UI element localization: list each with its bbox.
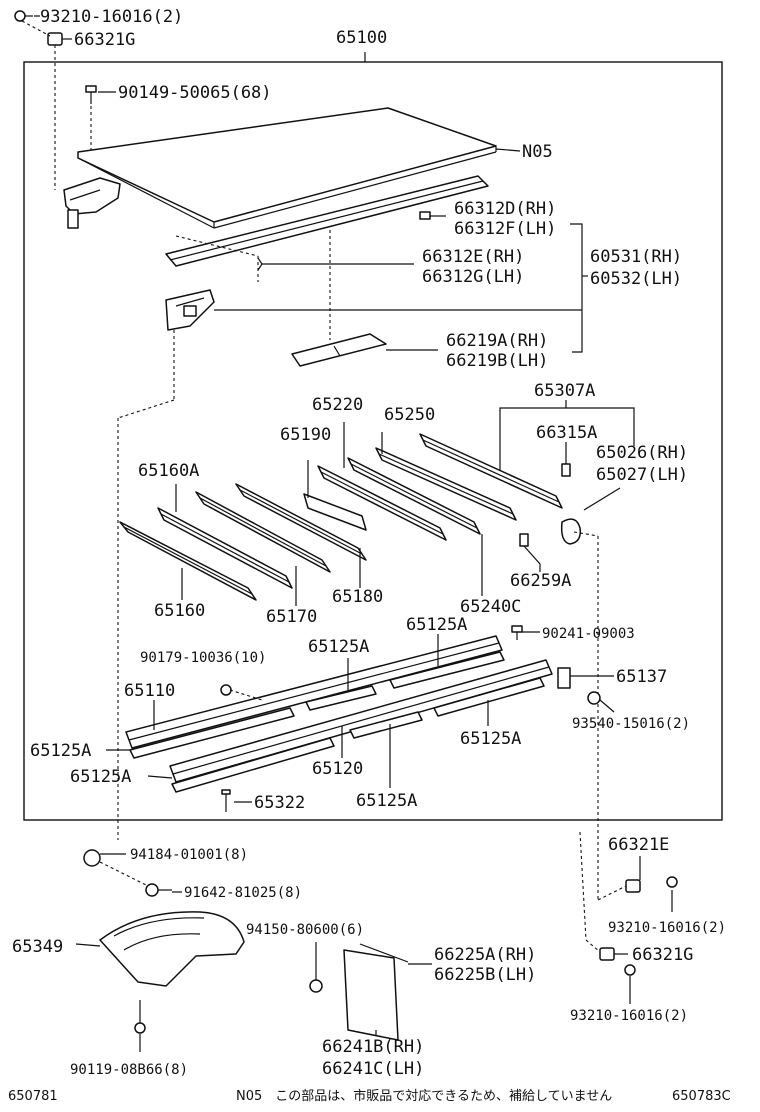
label-93210-lower-b: 93210-16016(2)	[570, 1008, 688, 1024]
label-65180: 65180	[332, 587, 383, 607]
side-rail-66312-part	[165, 175, 489, 267]
label-65190: 65190	[280, 425, 331, 445]
footer-left-code: 650781	[8, 1089, 58, 1104]
bolt-93210-lower-b-icon	[624, 964, 636, 976]
label-66321g-top: 66321G	[74, 30, 135, 50]
label-66225b: 66225B(LH)	[434, 965, 536, 985]
strip-65125a-part	[129, 651, 545, 793]
label-66315a: 66315A	[536, 423, 597, 443]
clip-66321g-top-icon	[47, 32, 63, 46]
hinge-bracket-part	[63, 177, 121, 229]
label-66225a: 66225A(RH)	[434, 945, 536, 965]
assembly-frame	[23, 61, 723, 821]
crossmember-65240c-part	[347, 457, 481, 535]
crossmember-65180-part	[235, 483, 367, 561]
footer-right-code: 650783C	[672, 1089, 731, 1104]
crossmember-65190-part	[303, 493, 367, 531]
crossmember-65307a-part	[419, 433, 563, 509]
bolt-93210-lower-a-icon	[666, 876, 678, 888]
label-65170: 65170	[266, 607, 317, 627]
screw-90149-icon	[85, 85, 97, 104]
washer-94150-icon	[309, 979, 323, 993]
label-65307a: 65307A	[534, 381, 595, 401]
bolt-93540-icon	[587, 691, 601, 705]
crossmember-65220-part	[317, 465, 447, 541]
label-65160a: 65160A	[138, 461, 199, 481]
label-65100: 65100	[336, 28, 387, 48]
leader-lines	[34, 15, 673, 1052]
label-65137: 65137	[616, 667, 667, 687]
label-65026: 65026(RH)	[596, 443, 688, 463]
label-66312f: 66312F(LH)	[454, 219, 556, 239]
label-65125a-3: 65125A	[460, 729, 521, 749]
pin-65322-icon	[221, 789, 231, 812]
label-65120: 65120	[312, 759, 363, 779]
label-60531: 60531(RH)	[590, 247, 682, 267]
label-94184: 94184-01001(8)	[130, 847, 248, 863]
corner-bracket-part	[165, 289, 215, 331]
label-90119: 90119-08B66(8)	[70, 1062, 188, 1078]
label-66241b: 66241B(RH)	[322, 1037, 424, 1057]
label-66321g-lower: 66321G	[632, 945, 693, 965]
deck-board-n05-part	[77, 107, 497, 229]
label-93210-top: 93210-16016(2)	[40, 7, 183, 27]
mudflap-66241-part	[343, 943, 409, 1041]
bolt-91642-icon	[145, 883, 172, 897]
clip-66315a-icon	[561, 463, 571, 477]
nut-90179-icon	[220, 684, 232, 696]
label-93210-lower-a: 93210-16016(2)	[608, 920, 726, 936]
label-n05: N05	[522, 142, 553, 162]
bracket-65137-part	[557, 667, 571, 689]
label-90241: 90241-09003	[542, 626, 635, 642]
bolt-93210-icon	[14, 10, 33, 22]
footer-note: N05 この部品は、市販品で対応できるため、補給していません	[236, 1088, 612, 1104]
label-65125a-6: 65125A	[356, 791, 417, 811]
crossmember-65160-part	[119, 521, 257, 601]
label-65125a-1: 65125A	[406, 615, 467, 635]
label-66219b: 66219B(LH)	[446, 351, 548, 371]
label-65240c: 65240C	[460, 597, 521, 617]
label-65125a-5: 65125A	[70, 767, 131, 787]
label-90149: 90149-50065(68)	[118, 83, 272, 103]
crossmember-65170-part	[195, 491, 331, 573]
label-65220: 65220	[312, 395, 363, 415]
label-66241c: 66241C(LH)	[322, 1059, 424, 1079]
clip-66321g-lower-icon	[599, 947, 615, 961]
bracket-65026-part	[560, 518, 582, 545]
label-65160: 65160	[154, 601, 205, 621]
label-65125a-2: 65125A	[308, 637, 369, 657]
strip-66219-part	[291, 333, 387, 367]
pin-66312d-icon	[419, 211, 431, 220]
label-65349: 65349	[12, 937, 63, 957]
label-94150: 94150-80600(6)	[246, 922, 364, 938]
label-65322: 65322	[254, 793, 305, 813]
label-66219a: 66219A(RH)	[446, 331, 548, 351]
sill-65110-part	[125, 635, 503, 749]
label-90179: 90179-10036(10)	[140, 650, 266, 666]
label-93540: 93540-15016(2)	[572, 716, 690, 732]
label-66259a: 66259A	[510, 571, 571, 591]
label-66312d: 66312D(RH)	[454, 199, 556, 219]
label-65027: 65027(LH)	[596, 465, 688, 485]
label-66312e: 66312E(RH)	[422, 247, 524, 267]
nut-94184-icon	[83, 849, 101, 867]
label-65125a-4: 65125A	[30, 741, 91, 761]
sill-65120-part	[169, 659, 553, 783]
crossmember-65250-part	[375, 447, 517, 521]
label-65110: 65110	[124, 681, 175, 701]
label-91642: 91642-81025(8)	[184, 885, 302, 901]
label-66312g: 66312G(LH)	[422, 267, 524, 287]
clip-66259a-icon	[519, 533, 529, 547]
bolt-90119-icon	[134, 1000, 146, 1034]
pin-66312e-icon	[257, 257, 263, 271]
label-60532: 60532(LH)	[590, 269, 682, 289]
mudguard-65349-part	[99, 911, 245, 987]
clip-66321e-icon	[625, 879, 641, 893]
screw-90241-icon	[511, 625, 523, 640]
label-66321e: 66321E	[608, 835, 669, 855]
crossmember-65160a-part	[157, 507, 293, 589]
label-65250: 65250	[384, 405, 435, 425]
